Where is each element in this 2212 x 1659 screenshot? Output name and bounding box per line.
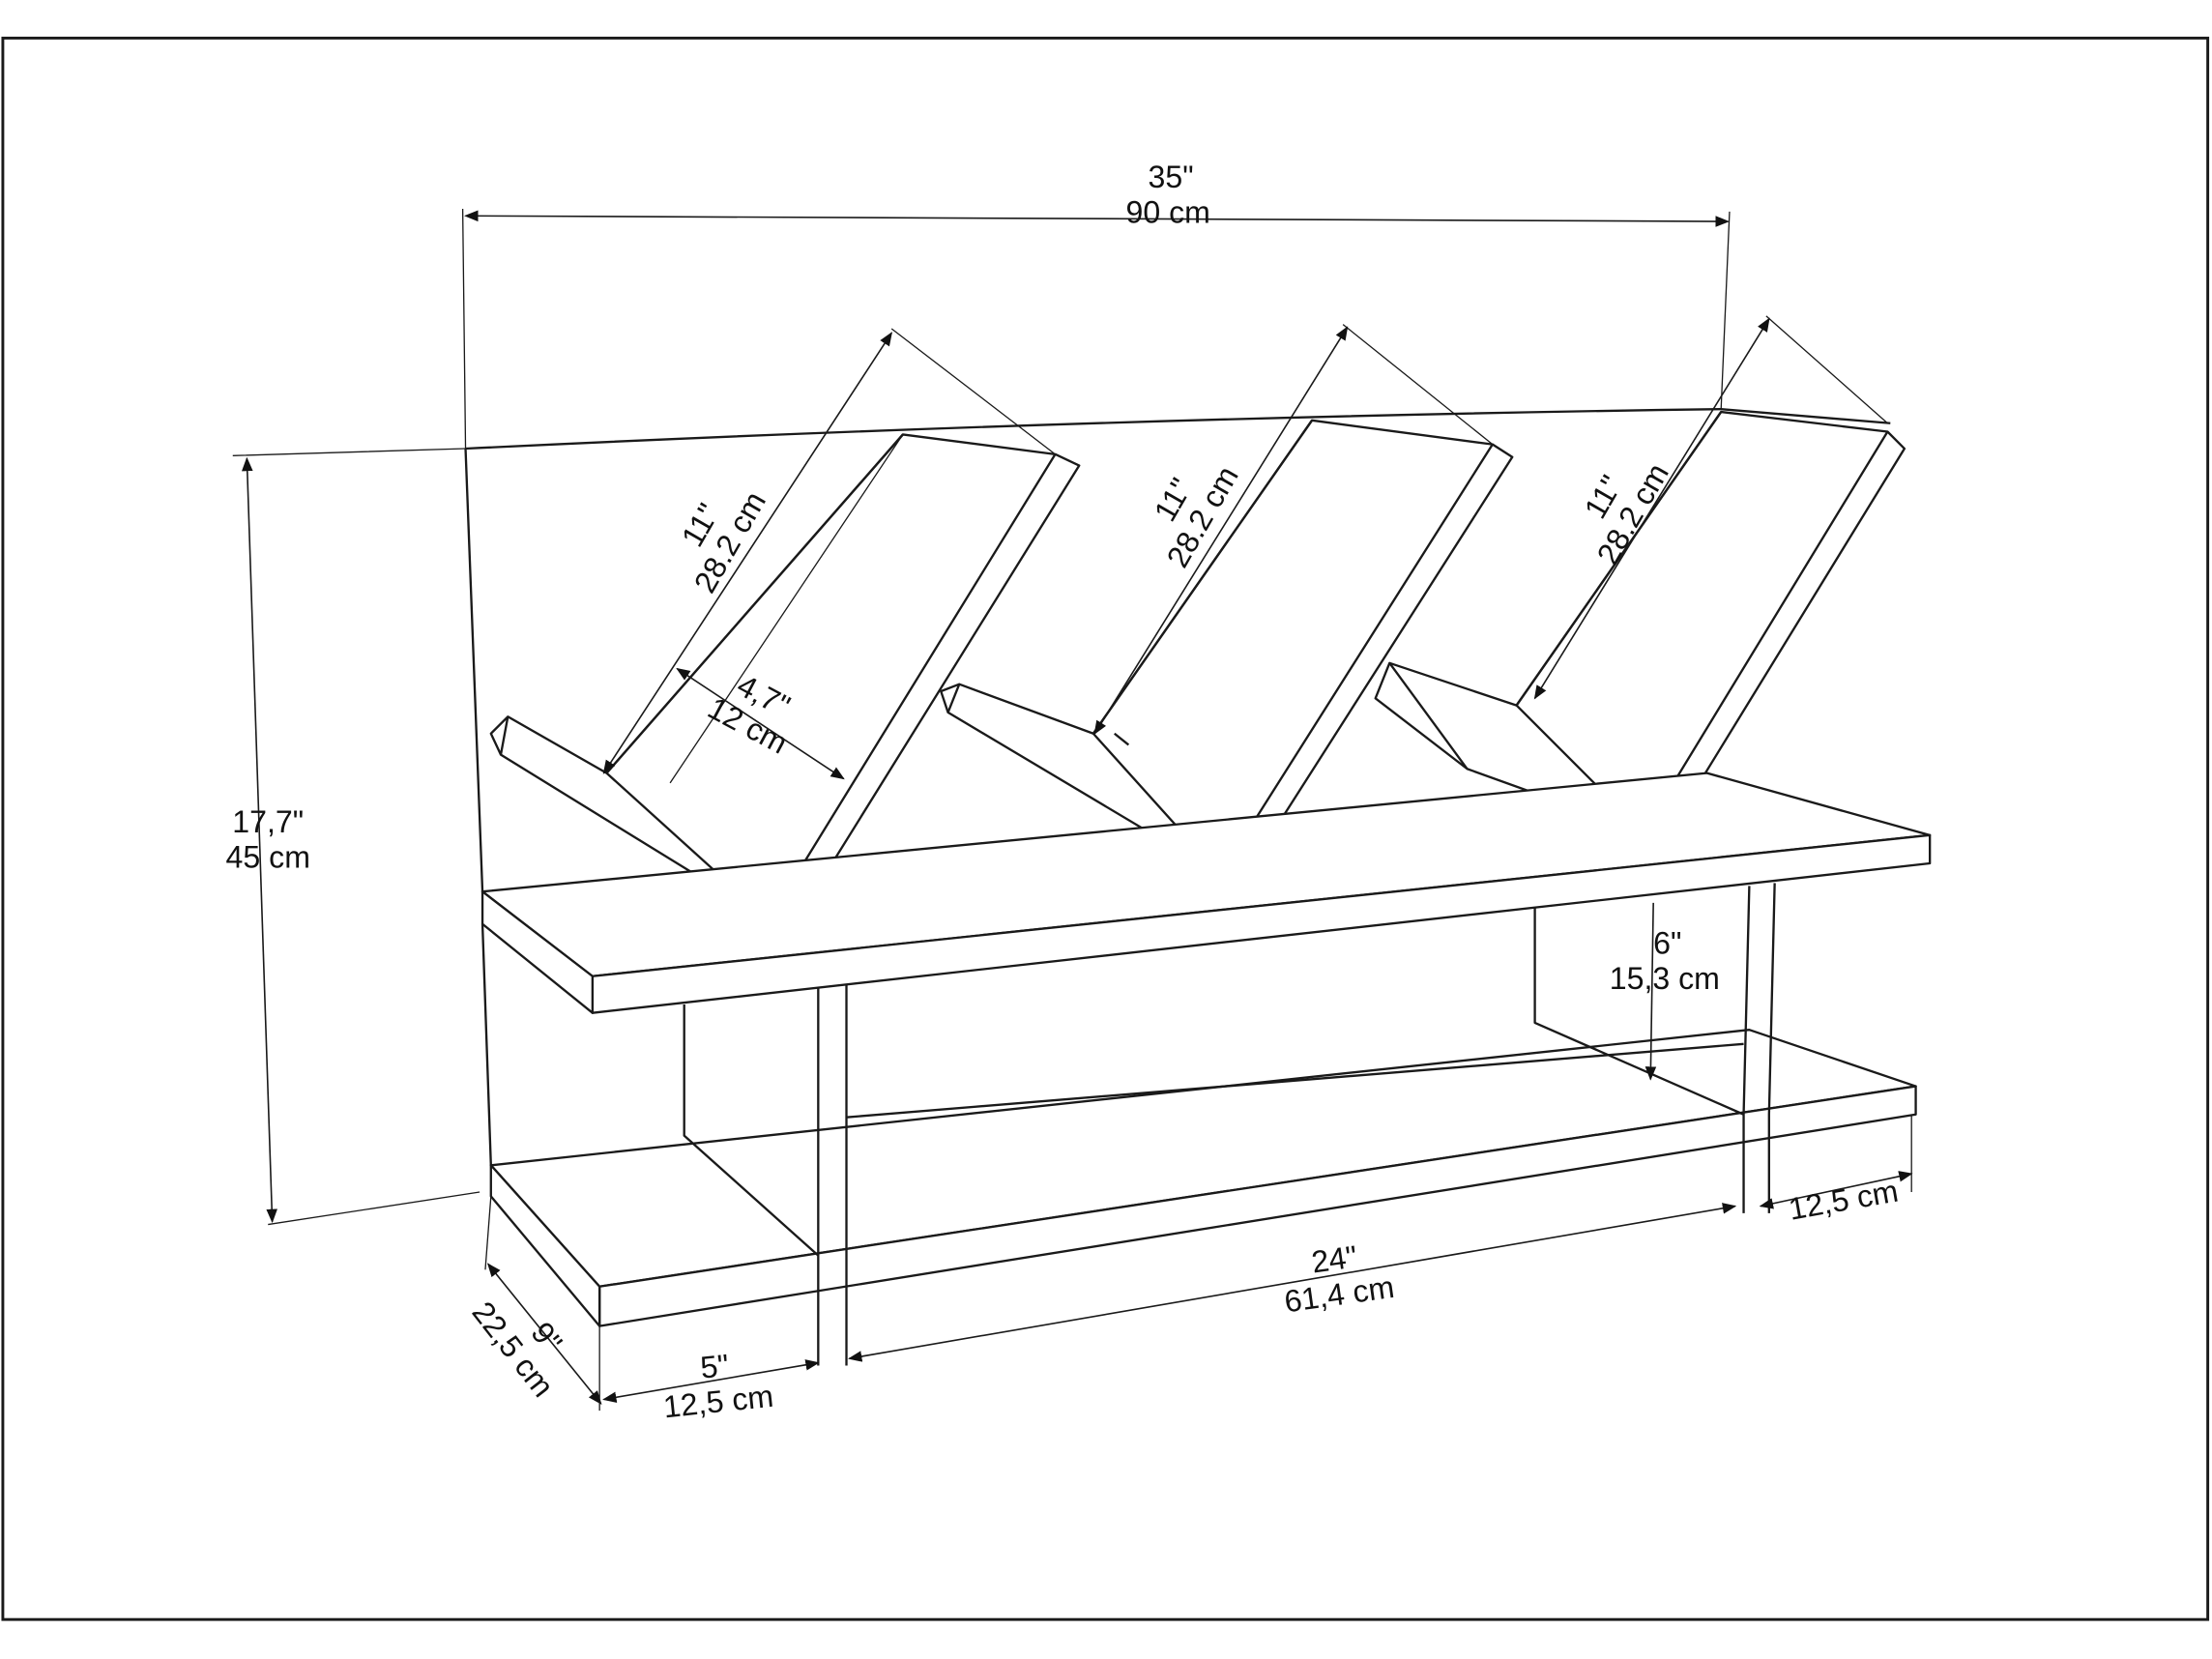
width-in-label: 35" [1149, 160, 1194, 194]
shelf-gap-cm-label: 15,3 cm [1610, 961, 1720, 996]
height-cm-label: 45 cm [226, 839, 310, 874]
center-span-in-label: 24" [1309, 1238, 1359, 1279]
shelf-gap-in-label: 6" [1653, 925, 1681, 960]
inner-back-line [846, 1042, 1744, 1119]
width-cm-label: 90 cm [1126, 195, 1210, 230]
dimension-lines [232, 208, 1913, 1412]
left-compartment-in-label: 5" [699, 1348, 731, 1385]
right-divider [1533, 883, 1776, 1213]
left-divider [683, 984, 848, 1366]
top-shelf-side [480, 890, 595, 1014]
height-in-label: 17,7" [232, 804, 304, 839]
